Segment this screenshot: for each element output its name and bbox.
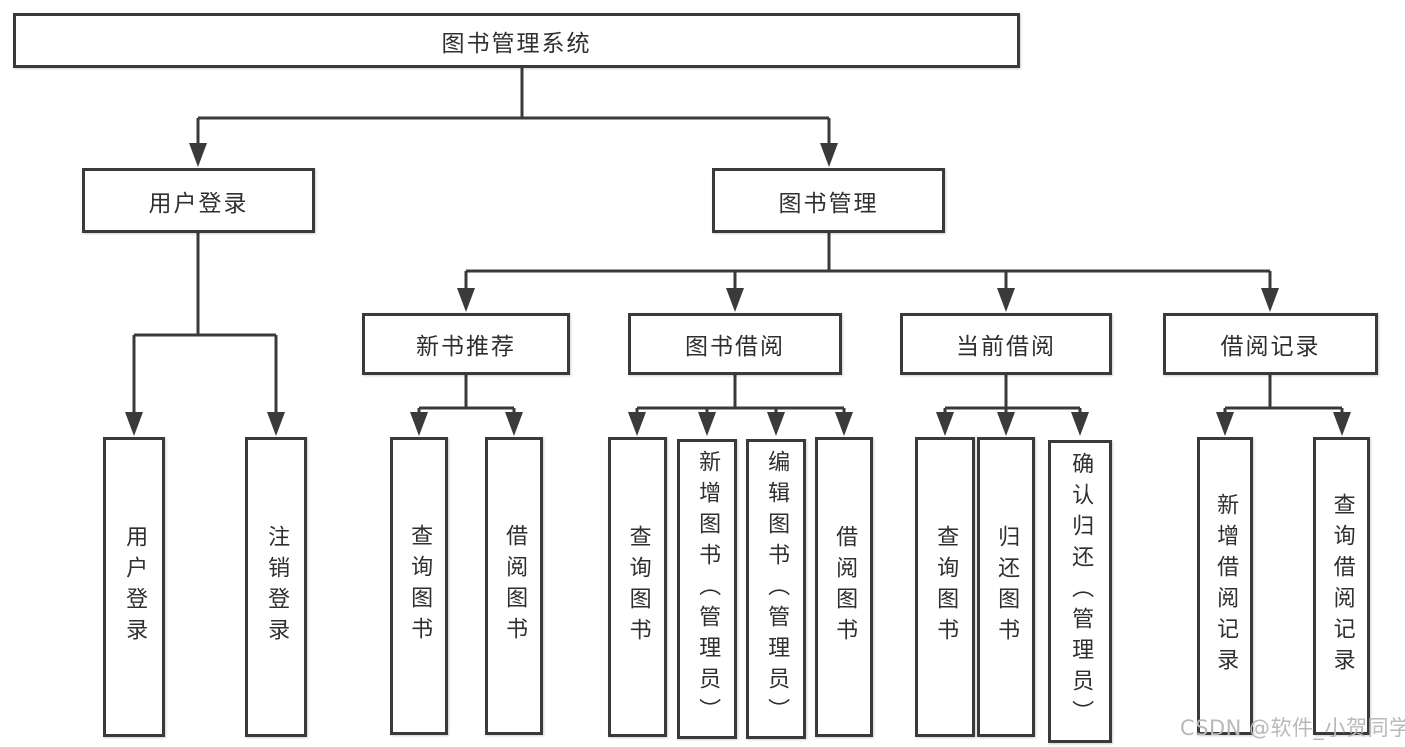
leaf-user-login-label: 用户登录 — [122, 525, 148, 649]
leaf-query-books-borrow: 查询图书 — [608, 437, 667, 737]
node-new-book-recommend-label: 新书推荐 — [416, 334, 516, 360]
node-book-management: 图书管理 — [712, 168, 945, 233]
arrowheads-root-to-level2 — [189, 143, 838, 167]
arrowheads-book-borrow-children — [628, 412, 853, 436]
leaf-return-books-label: 归还图书 — [994, 525, 1020, 649]
node-user-login: 用户登录 — [82, 168, 315, 233]
leaf-confirm-return-admin: 确认归还（管理员） — [1048, 440, 1112, 743]
node-root-system-label: 图书管理系统 — [441, 30, 592, 57]
arrowheads-current-borrow-children — [936, 412, 1089, 436]
node-root-system: 图书管理系统 — [13, 13, 1020, 68]
leaf-return-books: 归还图书 — [977, 437, 1035, 737]
leaf-query-books-recommend: 查询图书 — [390, 437, 448, 735]
node-book-management-label: 图书管理 — [778, 190, 879, 217]
node-borrow-records: 借阅记录 — [1163, 313, 1378, 375]
leaf-add-books-admin-label: 新增图书（管理员） — [695, 449, 721, 729]
leaf-query-books-current-label: 查询图书 — [933, 525, 959, 649]
node-book-borrow-label: 图书借阅 — [685, 334, 785, 360]
arrowheads-user-login-children — [125, 412, 285, 436]
node-new-book-recommend: 新书推荐 — [362, 313, 570, 375]
leaf-edit-books-admin-label: 编辑图书（管理员） — [764, 449, 790, 729]
node-current-borrow: 当前借阅 — [900, 313, 1112, 375]
connector-current-borrow-children — [943, 374, 1082, 416]
csdn-watermark: CSDN @软件_小贺同学 — [1180, 716, 1405, 740]
leaf-logout-label: 注销登录 — [264, 525, 290, 649]
connector-new-book-children — [417, 374, 516, 416]
leaf-confirm-return-admin-label: 确认归还（管理员） — [1068, 452, 1094, 731]
arrowheads-borrow-records-children — [1216, 412, 1351, 436]
leaf-query-books-recommend-label: 查询图书 — [407, 524, 433, 648]
leaf-borrow-books-recommend: 借阅图书 — [485, 437, 543, 735]
connector-borrow-records-children — [1223, 374, 1344, 416]
leaf-logout: 注销登录 — [245, 437, 307, 737]
node-current-borrow-label: 当前借阅 — [956, 334, 1056, 360]
leaf-add-borrow-record-label: 新增借阅记录 — [1213, 493, 1239, 679]
leaf-user-login: 用户登录 — [103, 437, 165, 737]
leaf-query-books-current: 查询图书 — [915, 437, 975, 737]
leaf-query-books-borrow-label: 查询图书 — [625, 525, 651, 649]
node-borrow-records-label: 借阅记录 — [1220, 334, 1321, 360]
leaf-edit-books-admin: 编辑图书（管理员） — [746, 439, 806, 739]
connector-root-to-level2 — [196, 66, 831, 147]
connector-book-management-children — [464, 232, 1272, 290]
arrowheads-new-book-children — [410, 412, 523, 436]
node-book-borrow: 图书借阅 — [628, 313, 842, 375]
leaf-query-borrow-record: 查询借阅记录 — [1313, 437, 1370, 735]
connector-book-borrow-children — [635, 374, 846, 416]
arrowheads-book-management-children — [457, 288, 1279, 312]
leaf-add-borrow-record: 新增借阅记录 — [1197, 437, 1253, 735]
node-user-login-label: 用户登录 — [148, 190, 249, 217]
leaf-borrow-books: 借阅图书 — [815, 437, 873, 737]
leaf-borrow-books-recommend-label: 借阅图书 — [502, 524, 528, 648]
leaf-borrow-books-label: 借阅图书 — [832, 525, 858, 649]
leaf-query-borrow-record-label: 查询借阅记录 — [1329, 493, 1355, 679]
connector-user-login-children — [132, 232, 278, 416]
leaf-add-books-admin: 新增图书（管理员） — [677, 439, 737, 739]
